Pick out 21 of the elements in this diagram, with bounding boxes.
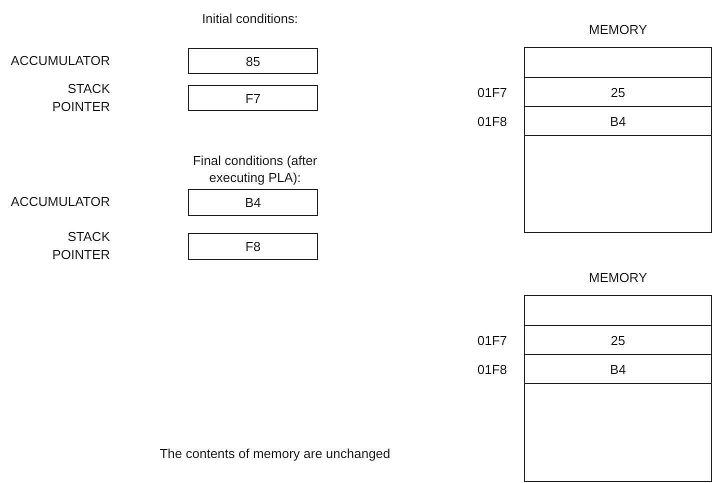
memory-cell: B4 bbox=[525, 355, 711, 384]
register-box: F8 bbox=[188, 233, 318, 260]
register-box: B4 bbox=[188, 189, 318, 216]
note-text: The contents of memory are unchanged bbox=[158, 445, 392, 462]
register-label: ACCUMULATOR bbox=[10, 52, 110, 70]
memory-cell: 25 bbox=[525, 78, 711, 107]
register-label: ACCUMULATOR bbox=[10, 193, 110, 211]
memory-heading: MEMORY bbox=[588, 270, 648, 285]
register-label: STACK POINTER bbox=[52, 228, 110, 264]
section-heading: Initial conditions: bbox=[200, 10, 300, 27]
address-label: 01F8 bbox=[477, 112, 507, 130]
memory-cell: 25 bbox=[525, 326, 711, 355]
register-box: F7 bbox=[188, 85, 318, 111]
memory-cell: B4 bbox=[525, 107, 711, 136]
address-label: 01F8 bbox=[477, 360, 507, 378]
memory-heading: MEMORY bbox=[588, 22, 648, 37]
register-box: 85 bbox=[188, 48, 318, 74]
register-label: STACK POINTER bbox=[52, 80, 110, 116]
section-heading: Final conditions (after executing PLA): bbox=[192, 152, 318, 186]
address-label: 01F7 bbox=[477, 84, 507, 102]
address-label: 01F7 bbox=[477, 332, 507, 350]
